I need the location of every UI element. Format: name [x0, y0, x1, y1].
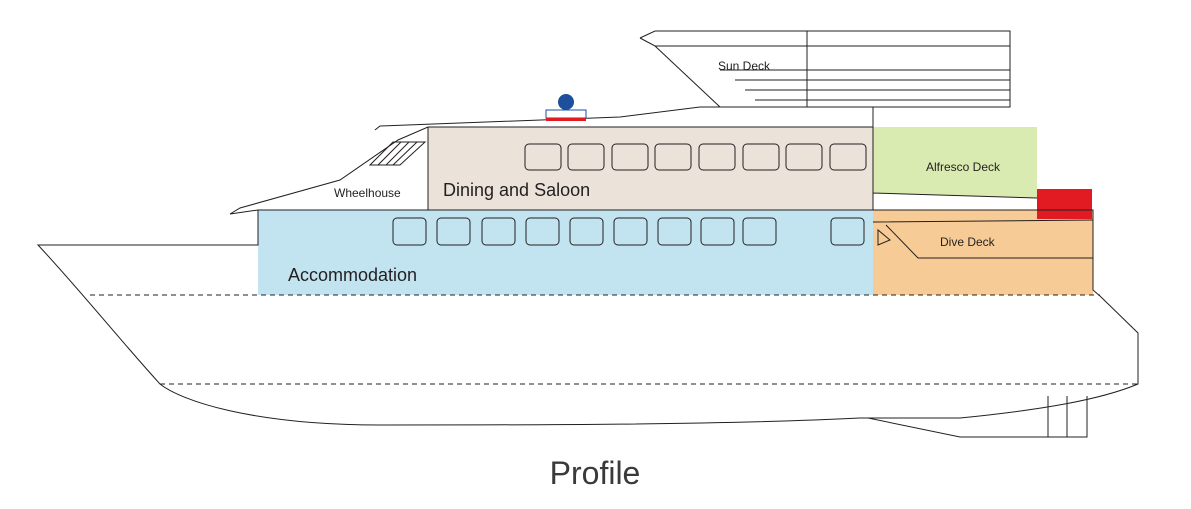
- dining-saloon-label: Dining and Saloon: [443, 180, 590, 200]
- dive-deck-zone: [873, 210, 1093, 295]
- accommodation-windows: [392, 217, 865, 246]
- alfresco-deck-zone: [873, 127, 1037, 198]
- profile-title: Profile: [550, 455, 641, 491]
- dining-saloon-zone: [428, 127, 873, 210]
- dive-deck-platform: [872, 219, 1094, 259]
- dining-windows: [524, 143, 867, 171]
- red-block: [1037, 189, 1092, 219]
- accommodation-label: Accommodation: [288, 265, 417, 285]
- wheelhouse-label: Wheelhouse: [334, 186, 401, 200]
- sun-deck-rail: [720, 69, 1010, 101]
- logo: [545, 94, 587, 121]
- superstructure-roof: [374, 106, 874, 131]
- alfresco-deck-label: Alfresco Deck: [926, 160, 1001, 174]
- wheelhouse-windows: [368, 141, 427, 166]
- accommodation-zone: [258, 210, 873, 295]
- dive-deck-label: Dive Deck: [940, 235, 996, 249]
- sun-deck-outline: [639, 30, 1011, 108]
- rudder: [867, 396, 1088, 438]
- alfresco-deck-outline: [872, 127, 1038, 210]
- wheelhouse-outline: [229, 126, 429, 215]
- hull-outline: [36, 209, 1139, 426]
- sun-deck-label: Sun Deck: [718, 59, 771, 73]
